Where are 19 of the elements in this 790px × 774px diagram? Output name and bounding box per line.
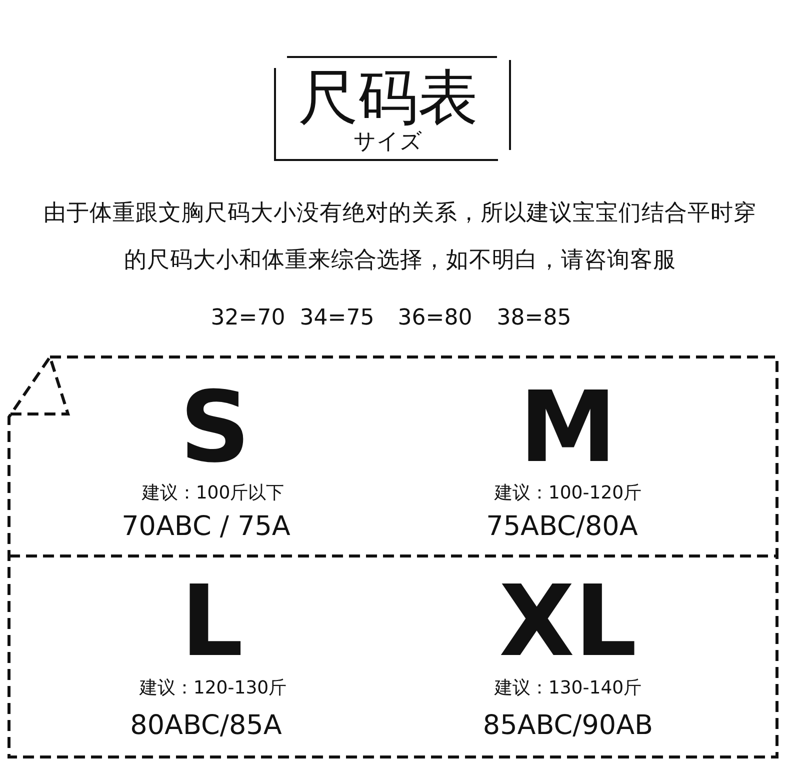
title: 尺码表 — [298, 68, 478, 128]
conversion-text: 38=85 — [496, 304, 572, 332]
size-letter: L — [180, 573, 244, 671]
size-letter: M — [519, 379, 617, 477]
weight-advice: 建议：100-120斤 — [494, 482, 642, 506]
weight-advice: 建议：100斤以下 — [142, 482, 284, 506]
conversion-text: 34=75 — [300, 304, 374, 332]
weight-advice: 建议：120-130斤 — [139, 676, 287, 700]
conversion-text: 32=70 — [210, 304, 286, 332]
note-paragraph: 由于体重跟文胸尺码大小没有绝对的关系，所以建议宝宝们结合平时穿的尺码大小和体重来综合选择，如不明白，请咨询客服 — [42, 199, 758, 275]
size-letter: XL — [499, 573, 637, 671]
cup-size-text: 75ABC/80A — [486, 510, 638, 544]
weight-advice: 建议：130-140斤 — [494, 676, 642, 700]
conversion-text: 36=80 — [398, 304, 472, 332]
cup-size-text: 85ABC/90AB — [482, 708, 654, 743]
size-letter: S — [180, 379, 250, 477]
cup-size-text: 80ABC/85A — [130, 708, 282, 743]
subtitle: サイズ — [354, 128, 422, 156]
cup-size-text: 70ABC / 75A — [122, 510, 290, 544]
